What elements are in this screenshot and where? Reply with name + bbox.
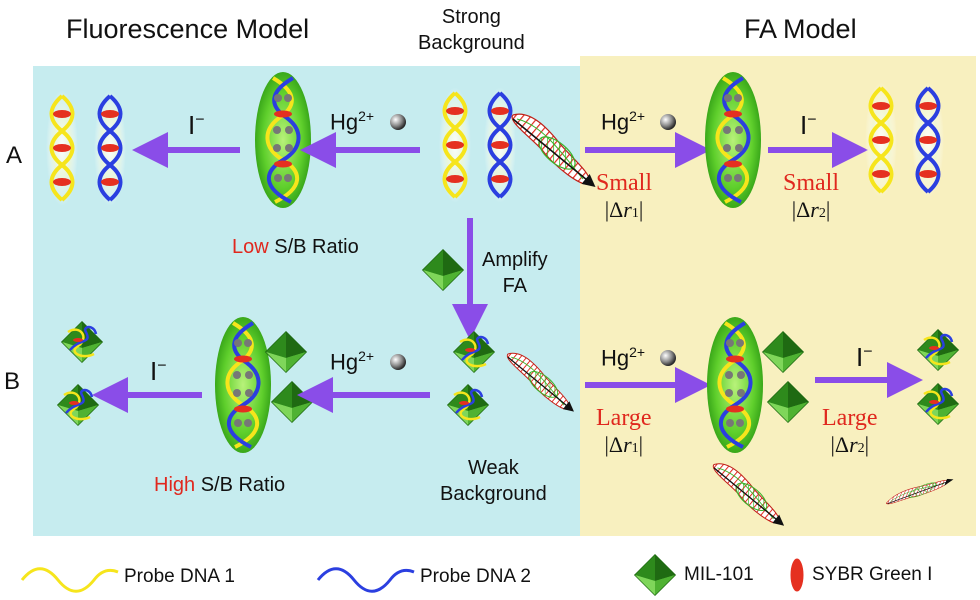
hg-ball-a-right <box>660 114 676 130</box>
row-label-a: A <box>6 142 23 169</box>
probe-dna1-released <box>44 88 80 208</box>
hg-ball-b-left <box>390 354 406 370</box>
center-probe1 <box>437 85 473 205</box>
legend-mof-icon <box>634 554 676 596</box>
mof-dna-b-right-2 <box>918 384 958 424</box>
mof-b-left-1 <box>265 331 307 373</box>
mof-dna-b-left-2 <box>58 385 98 425</box>
legend-sybr-label: SYBR Green I <box>812 564 933 585</box>
mof-b-left-2 <box>271 381 313 423</box>
fa-model-panel <box>580 56 976 536</box>
mof-dna-b-left-1 <box>62 322 102 362</box>
label-hg-b-left: Hg2+ <box>330 348 375 375</box>
label-strong-background: Strong Background <box>418 6 525 54</box>
hg-duplex-a-left <box>253 70 313 210</box>
legend-mil-label: MIL-101 <box>684 564 754 585</box>
sybr-a-center <box>512 114 593 185</box>
legend-probe1-icon <box>20 567 119 593</box>
mof-amplify <box>422 249 464 291</box>
label-amplify-fa: Amplify FA <box>482 249 548 297</box>
sybr-b-center <box>507 353 572 410</box>
label-hg-b-right: Hg2+ <box>601 344 646 371</box>
probe-dna2-released <box>92 88 128 208</box>
mof-dna-b-center-1 <box>454 332 494 372</box>
label-iodide-a-right: I− <box>800 110 817 140</box>
mof-b-right-1 <box>762 331 804 373</box>
title-fluorescence-model: Fluorescence Model <box>66 14 310 44</box>
mof-dna-b-right-1 <box>918 330 958 370</box>
hg-duplex-b-right <box>705 315 765 455</box>
fa-delta-large-2: Large |Δr2| <box>822 405 878 457</box>
mof-b-right-2 <box>767 381 809 423</box>
sybr-b-right-1 <box>713 464 782 524</box>
probe-dna1-released-right <box>863 80 899 200</box>
probe-dna2-released-right <box>910 80 946 200</box>
fa-delta-small-2: Small |Δr2| <box>783 170 840 222</box>
legend-sybr-icon <box>789 557 805 593</box>
label-hg-a-left: Hg2+ <box>330 108 375 135</box>
hg-ball-b-right <box>660 350 676 366</box>
label-iodide-a-left: I− <box>188 110 205 140</box>
label-weak-background: Weak Background <box>440 457 547 505</box>
fa-delta-large-1: Large |Δr1| <box>596 405 652 457</box>
hg-duplex-a-right <box>703 70 763 210</box>
legend-probe2-label: Probe DNA 2 <box>420 566 531 587</box>
center-probe2 <box>482 85 518 205</box>
mof-dna-b-center-2 <box>448 385 488 425</box>
label-iodide-b-right: I− <box>856 342 873 372</box>
legend-probe1-label: Probe DNA 1 <box>124 566 235 587</box>
hg-duplex-b-left <box>213 315 273 455</box>
label-hg-a-right: Hg2+ <box>601 108 646 135</box>
row-label-b: B <box>4 368 21 395</box>
label-iodide-b-left: I− <box>150 356 167 386</box>
legend-probe2-icon <box>316 567 415 593</box>
label-high-sb-ratio: High S/B Ratio <box>154 474 286 496</box>
fa-delta-small-1: Small |Δr1| <box>596 170 653 222</box>
title-fa-model: FA Model <box>744 14 857 44</box>
hg-ball-a-left <box>390 114 406 130</box>
sybr-b-right-2 <box>886 461 952 522</box>
label-low-sb-ratio: Low S/B Ratio <box>232 236 359 258</box>
